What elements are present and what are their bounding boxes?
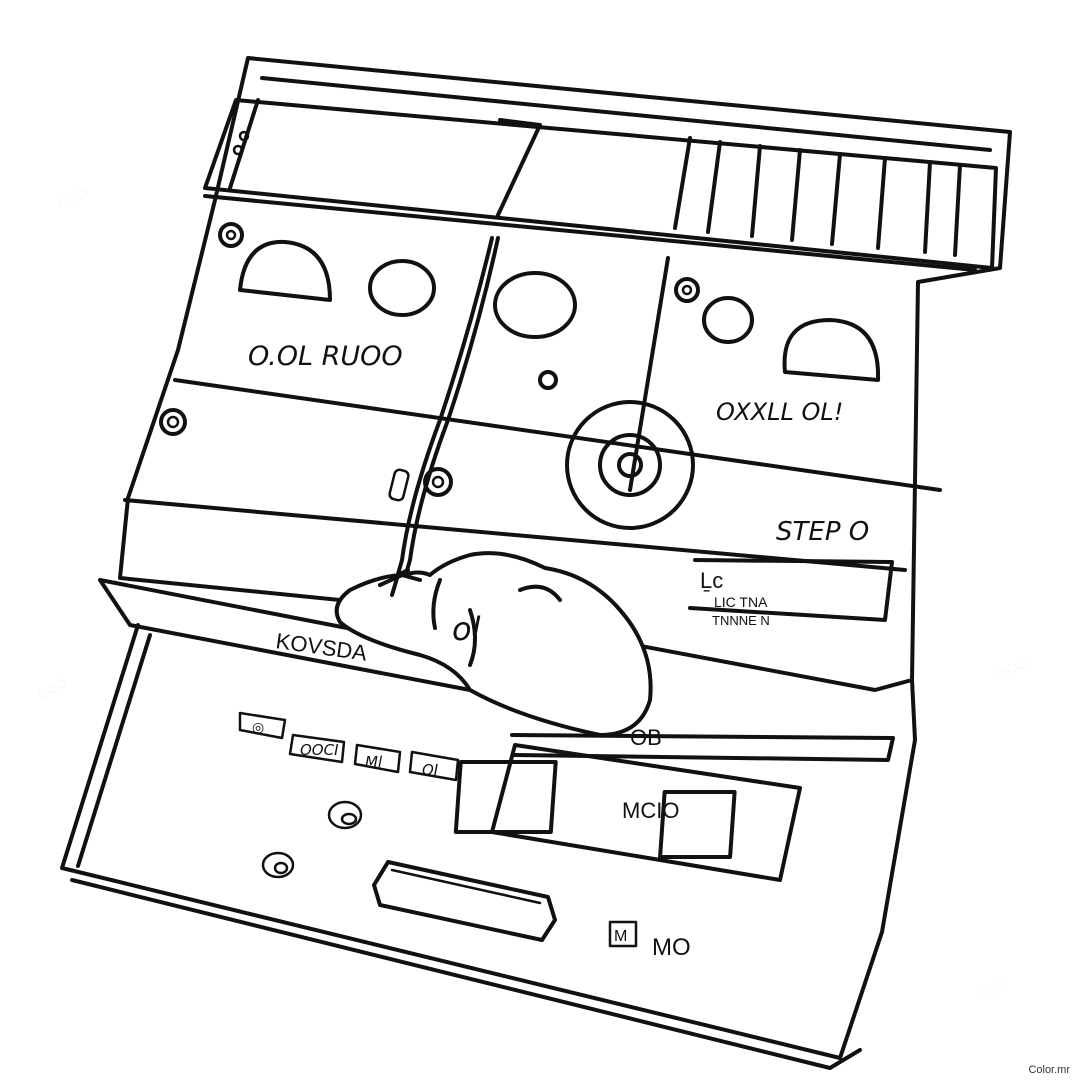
label-box [688,558,894,622]
cable-plug [388,468,410,502]
panel-label-lc-mid: LIC TNA [714,594,768,610]
panel-label-lc-top: Ḻc [700,568,723,593]
cable [390,236,494,597]
console-key-4[interactable]: OI [408,750,460,782]
round-button[interactable] [261,851,295,879]
svg-text:◌◌◌: ◌◌◌ [53,182,91,214]
right-small-gauge [702,296,754,344]
svg-text:M: M [614,928,627,945]
hand-label: ol [452,610,481,648]
round-gauge [368,259,436,317]
display-center-label: MCIO [622,798,679,823]
svg-text:◌◌◌: ◌◌◌ [973,972,1011,1004]
svg-text:◌◌◌: ◌◌◌ [33,672,71,704]
svg-text:OI: OI [422,761,439,779]
console-key-3[interactable]: Ml [353,743,402,774]
round-button[interactable] [327,800,363,830]
knob[interactable] [674,277,700,303]
panel-label-lc-bottom: TNNNE N [712,613,770,628]
svg-text:◎: ◎ [252,719,264,735]
display-right-screen [658,790,737,859]
target-dial[interactable] [565,400,695,530]
display-module: OB MCIO [453,725,895,882]
console-key-2[interactable]: OOCI [288,733,346,764]
panel-label-step: STEP O [776,517,869,547]
watermark-text: Color.mr [1028,1064,1070,1076]
display-title: OB [630,725,662,750]
center-gauge [493,271,577,339]
upper-panel: O.OL RUOO OXXLL OL! STEP O Ḻc LIC TNA T… [118,56,1012,692]
panel-label-left: O.OL RUOO [248,341,403,372]
svg-text:OOCI: OOCI [300,741,339,759]
console-key-1[interactable]: ◎ [238,711,287,740]
knob[interactable] [159,408,187,436]
panel-label-right: OXXLL OL! [716,398,843,426]
svg-text:◌◌◌: ◌◌◌ [993,652,1031,684]
left-gauge [238,239,332,302]
toggle-switch[interactable]: M [608,920,638,948]
display-left-screen [453,760,558,834]
toggle-label: MO [652,934,691,961]
knob[interactable] [423,467,453,497]
knob[interactable] [538,370,558,390]
svg-text:Ml: Ml [365,753,383,771]
right-gauge [782,318,881,382]
hand-illustration: ol [334,551,653,737]
slot-button[interactable] [372,860,557,942]
knob[interactable] [218,222,244,248]
